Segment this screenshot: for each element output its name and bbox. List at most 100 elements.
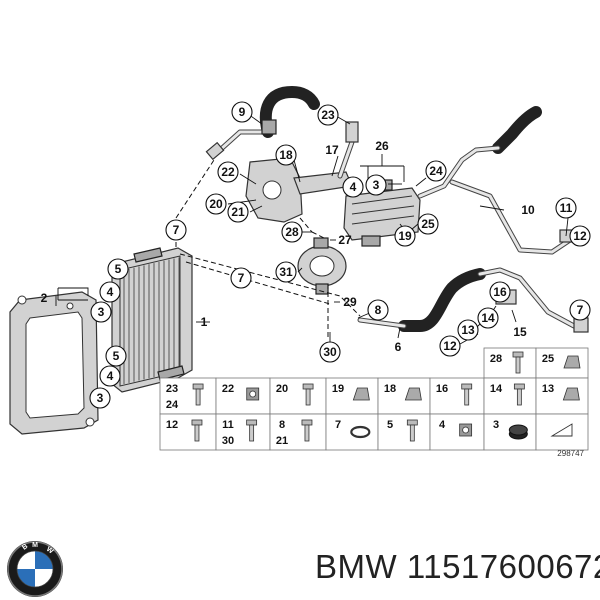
- hose-10: [417, 106, 577, 255]
- callout-label: 17: [325, 143, 339, 157]
- callout-23: 23: [317, 104, 339, 126]
- callout-3: 3: [365, 174, 387, 196]
- callout-29: 29: [343, 295, 357, 309]
- callout-label: 23: [321, 108, 335, 122]
- callout-label: 10: [521, 203, 535, 217]
- callout-12: 12: [569, 225, 591, 247]
- callout-label: 11: [560, 201, 573, 215]
- callout-14: 14: [477, 307, 499, 329]
- callout-label: 7: [577, 303, 584, 317]
- hw-label: 21: [276, 435, 288, 447]
- callout-label: 29: [343, 295, 357, 309]
- callout-3: 3: [90, 301, 112, 323]
- hw-label: 13: [542, 383, 554, 395]
- cooler-fins: [123, 257, 180, 384]
- callout-label: 7: [238, 271, 245, 285]
- callout-26: 26: [375, 139, 389, 153]
- callout-label: 7: [173, 223, 180, 237]
- callout-label: 31: [279, 265, 293, 279]
- callout-label: 24: [429, 164, 443, 178]
- callout-7: 7: [569, 299, 591, 321]
- callout-label: 4: [350, 180, 357, 194]
- callout-4: 4: [342, 176, 364, 198]
- hw-cell-28: [483, 347, 537, 379]
- callout-label: 9: [239, 105, 246, 119]
- callout-label: 5: [115, 262, 122, 276]
- hw-label: 25: [542, 353, 554, 365]
- callout-2: 2: [41, 291, 48, 305]
- hw-label: 4: [439, 419, 446, 431]
- callout-28: 28: [281, 221, 303, 243]
- hose-9: [205, 86, 320, 161]
- bmw-roundel-icon: B M W: [7, 541, 63, 597]
- callout-9: 9: [231, 101, 253, 123]
- hw-label: 24: [166, 399, 179, 411]
- callout-label: 21: [231, 205, 245, 219]
- hw-label: 11: [222, 419, 234, 431]
- callout-20: 20: [205, 193, 227, 215]
- hw-label: 22: [222, 383, 234, 395]
- callout-17: 17: [325, 143, 339, 157]
- hw-label: 5: [387, 419, 393, 431]
- callout-22: 22: [217, 161, 239, 183]
- callout-label: 20: [209, 197, 223, 211]
- callout-25: 25: [417, 213, 439, 235]
- hose-6: [357, 267, 589, 333]
- hw-label: 28: [490, 353, 502, 365]
- callout-label: 5: [113, 349, 120, 363]
- callout-label: 8: [375, 303, 382, 317]
- callout-16: 16: [489, 281, 511, 303]
- hw-label: 23: [166, 383, 178, 395]
- callout-label: 14: [481, 311, 495, 325]
- hw-label: 19: [332, 383, 344, 395]
- callout-13: 13: [457, 319, 479, 341]
- callout-label: 19: [398, 229, 412, 243]
- callout-30: 30: [319, 341, 341, 363]
- callout-21: 21: [227, 201, 249, 223]
- callout-label: 28: [285, 225, 299, 239]
- callout-8: 8: [367, 299, 389, 321]
- callout-label: 12: [573, 229, 587, 243]
- callout-7: 7: [165, 219, 187, 241]
- oil-cooler: [111, 247, 193, 393]
- hw-label: 3: [493, 419, 499, 431]
- callout-label: 6: [395, 340, 402, 354]
- callout-24: 24: [425, 160, 447, 182]
- hw-label: 7: [335, 419, 341, 431]
- callout-4: 4: [99, 281, 121, 303]
- callout-label: 30: [323, 345, 337, 359]
- callout-3: 3: [89, 387, 111, 409]
- hw-label: 14: [490, 383, 503, 395]
- callout-6: 6: [395, 340, 402, 354]
- callout-5: 5: [107, 258, 129, 280]
- callout-12: 12: [439, 335, 461, 357]
- diagram-ref-number: 298747: [557, 449, 584, 458]
- hw-label: 20: [276, 383, 288, 395]
- svg-text:B: B: [21, 543, 29, 552]
- part-number-caption: BMW 11517600672: [315, 548, 600, 585]
- hw-label: 30: [222, 435, 234, 447]
- callout-4: 4: [99, 365, 121, 387]
- svg-text:W: W: [45, 546, 55, 556]
- callout-5: 5: [105, 345, 127, 367]
- hw-label: 18: [384, 383, 396, 395]
- hw-label: 8: [279, 419, 285, 431]
- callout-label: 1: [201, 315, 208, 329]
- svg-text:M: M: [32, 542, 38, 549]
- callout-label: 27: [338, 233, 352, 247]
- callout-label: 25: [421, 217, 435, 231]
- callout-label: 12: [443, 339, 457, 353]
- callout-27: 27: [338, 233, 352, 247]
- callout-1: 1: [201, 315, 208, 329]
- callout-label: 3: [97, 391, 104, 405]
- callout-label: 3: [373, 178, 380, 192]
- water-pump: [297, 237, 347, 295]
- callout-31: 31: [275, 261, 297, 283]
- callout-18: 18: [275, 144, 297, 166]
- callout-label: 18: [279, 148, 293, 162]
- callout-label: 13: [461, 323, 475, 337]
